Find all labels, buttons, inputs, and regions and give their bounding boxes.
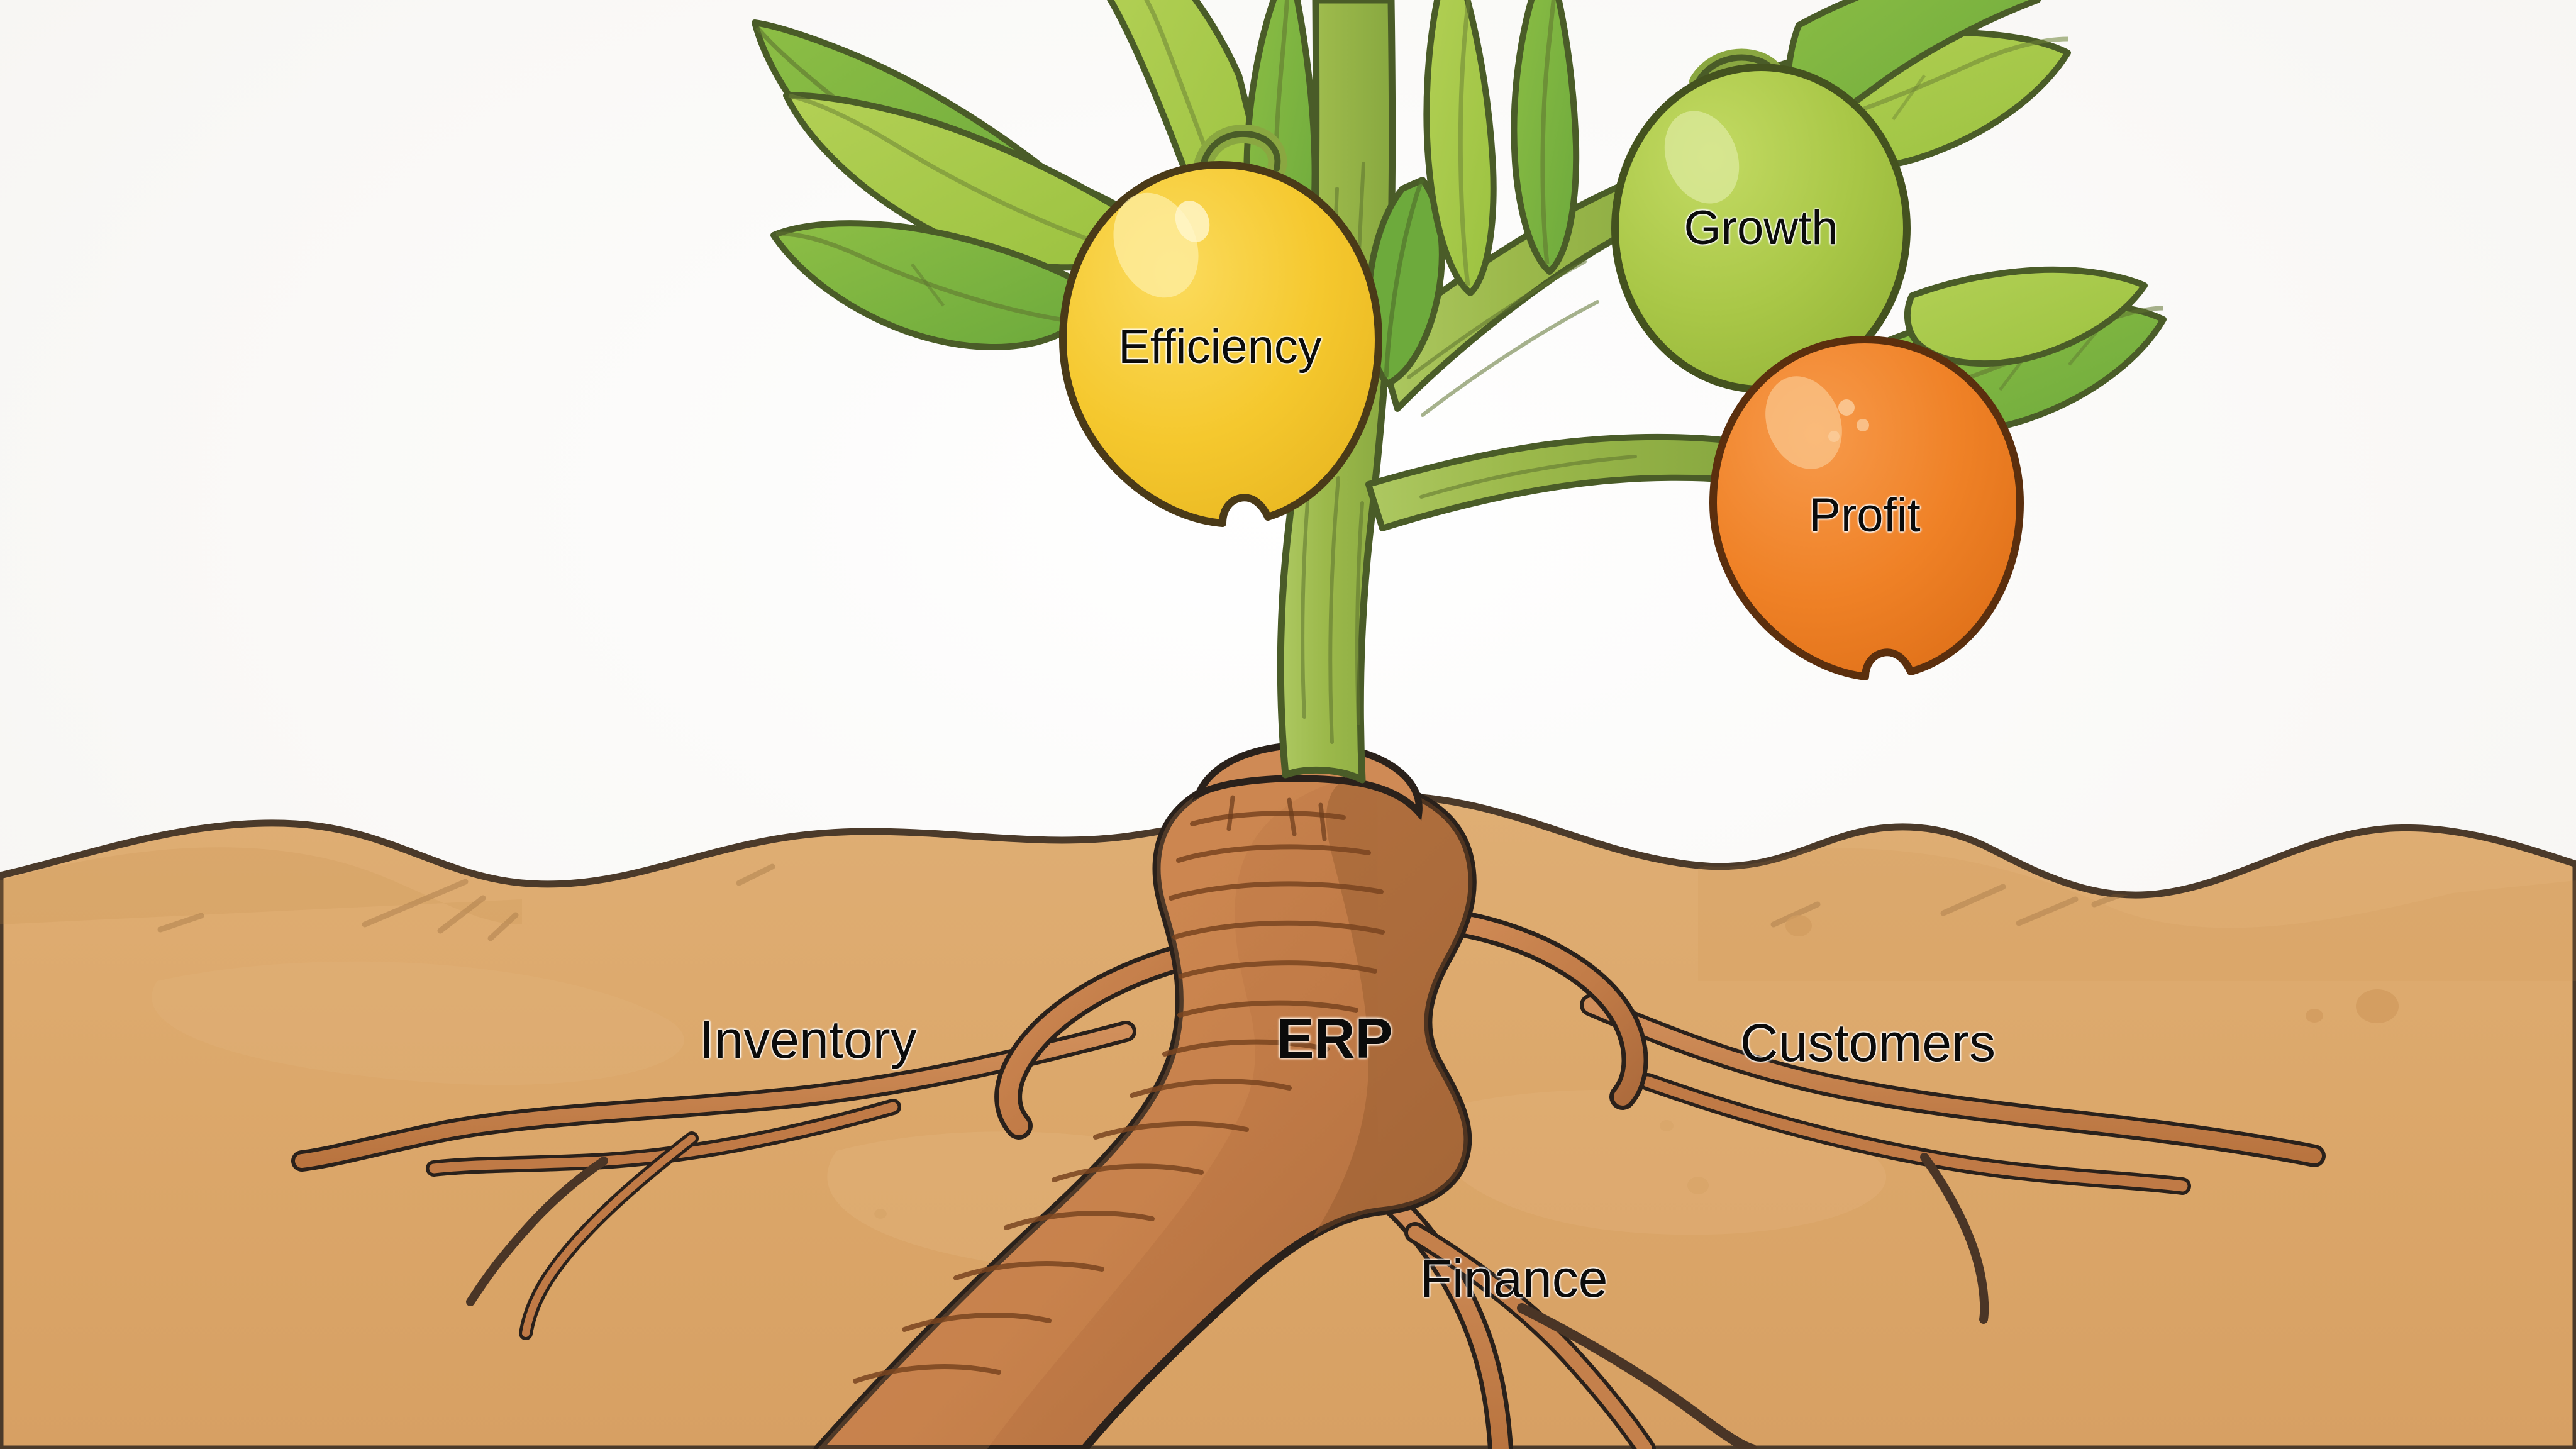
root-branch-inventory-b [429, 1102, 898, 1174]
orange-speck-3 [1828, 431, 1840, 442]
lemon-highlight-small [1175, 201, 1210, 242]
orange-speck-2 [1857, 419, 1869, 431]
root-branch-customers [1584, 997, 2322, 1163]
root-loop-right [1457, 916, 1644, 1106]
root-branch-customers-b [1642, 1076, 2188, 1192]
taproot-shading [818, 775, 1473, 1449]
leaf [1511, 0, 1580, 275]
foliage [752, 0, 2167, 436]
fruit-group [1059, 64, 2024, 680]
fruit-growth[interactable] [1611, 64, 1911, 393]
orange-speck-1 [1838, 399, 1855, 416]
root-tendril-right-1 [1920, 1153, 1989, 1324]
root-branch-finance-b [1408, 1226, 1652, 1449]
taproot-body [813, 772, 1477, 1449]
taproot-cracks [1226, 795, 1327, 841]
root-tendril-left-1 [522, 1135, 696, 1337]
root-system [291, 741, 2326, 1449]
root-tendril-finance [1517, 1303, 1757, 1449]
leaf [1423, 0, 1497, 296]
growth-highlight [1664, 111, 1740, 204]
root-branch-inventory [295, 1024, 1133, 1168]
fruit-profit[interactable] [1709, 336, 2024, 680]
fruit-efficiency[interactable] [1059, 161, 1382, 527]
taproot-wrinkles [853, 811, 1385, 1384]
root-loop-left [999, 939, 1230, 1135]
orange-highlight [1765, 376, 1842, 469]
leaf [770, 220, 1084, 350]
root-tendril-left-2 [466, 1157, 608, 1306]
